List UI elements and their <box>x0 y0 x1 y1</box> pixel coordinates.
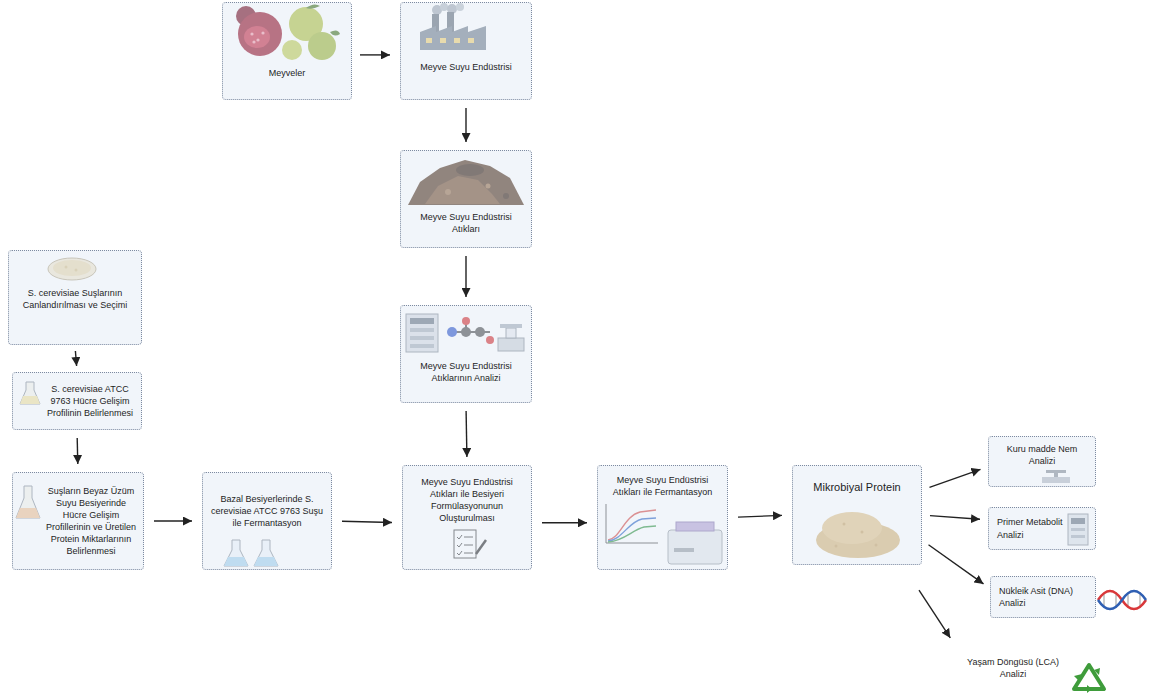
box-label: Kuru madde Nem Analizi <box>993 443 1091 467</box>
dna-icon <box>1098 591 1146 609</box>
box-label: S. cerevisiae Suşlarının Canlandırılması… <box>15 287 135 311</box>
box-label: Primer Metabolit Analizi <box>997 516 1063 540</box>
process-box: Meyve Suyu Endüstrisi Atıkları ile Besiy… <box>402 465 532 570</box>
arrow-connector <box>930 516 980 520</box>
process-box: Nükleik Asit (DNA) Analizi <box>990 576 1096 618</box>
arrow-connector <box>465 108 466 142</box>
box-label: Suşların Beyaz Üzüm Suyu Besiyerinde Hüc… <box>43 485 139 558</box>
box-label: Nükleik Asit (DNA) Analizi <box>999 585 1089 609</box>
box-label: Bazal Besiyerlerinde S. cerevisiae ATCC … <box>209 493 325 529</box>
box-label: Meyve Suyu Endüstrisi Atıkları <box>407 211 525 235</box>
process-box: Bazal Besiyerlerinde S. cerevisiae ATCC … <box>202 472 332 570</box>
arrow-connector <box>154 520 192 521</box>
arrow-connector <box>76 438 78 464</box>
box-label: Meyve Suyu Endüstrisi <box>407 61 525 73</box>
process-box: Kuru madde Nem Analizi <box>988 436 1096 487</box>
process-box: S. cerevisiae ATCC 9763 Hücre Gelişim Pr… <box>12 372 142 430</box>
process-box: Primer Metabolit Analizi <box>988 507 1096 550</box>
arrow-connector <box>919 590 950 638</box>
arrow-connector <box>738 515 782 517</box>
box-label: Yaşam Döngüsü (LCA) Analizi <box>963 656 1063 680</box>
arrow-connector <box>930 469 981 487</box>
process-box: Meyve Suyu Endüstrisi Atıklarının Analiz… <box>400 305 532 403</box>
process-box: Meyveler <box>222 2 352 100</box>
arrow-connector <box>75 351 76 366</box>
box-label: Meyveler <box>229 67 345 79</box>
process-box: Meyve Suyu Endüstrisi Atıkları ile Ferma… <box>597 465 728 570</box>
process-box: S. cerevisiae Suşlarının Canlandırılması… <box>8 250 142 345</box>
box-label: Meyve Suyu Endüstrisi Atıklarının Analiz… <box>407 360 525 384</box>
arrow-connector <box>465 411 467 457</box>
arrow-connector <box>342 521 392 522</box>
box-label: Meyve Suyu Endüstrisi Atıkları ile Besiy… <box>409 476 525 525</box>
recycle-icon <box>1074 665 1104 693</box>
process-box: Meyve Suyu Endüstrisi <box>400 2 532 100</box>
arrow-connector <box>360 54 390 55</box>
process-box: Meyve Suyu Endüstrisi Atıkları <box>400 150 532 248</box>
box-label: Mikrobiyal Protein <box>799 480 915 495</box>
process-box: Yaşam Döngüsü (LCA) Analizi <box>958 645 1068 691</box>
box-label: S. cerevisiae ATCC 9763 Hücre Gelişim Pr… <box>43 383 137 419</box>
process-box: Mikrobiyal Protein <box>792 465 922 565</box>
arrow-connector <box>465 256 466 297</box>
arrow-connector <box>542 522 587 523</box>
process-box: Suşların Beyaz Üzüm Suyu Besiyerinde Hüc… <box>12 472 144 570</box>
arrow-connector <box>929 545 984 584</box>
box-label: Meyve Suyu Endüstrisi Atıkları ile Ferma… <box>604 474 721 498</box>
